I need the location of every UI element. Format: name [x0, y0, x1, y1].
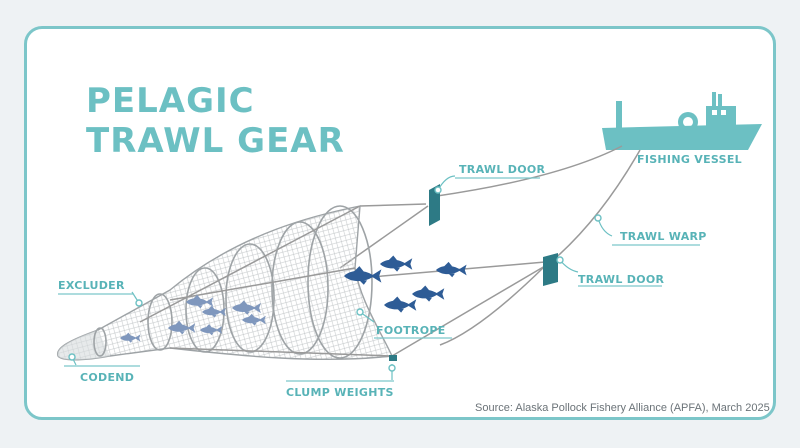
fishing-vessel-icon	[602, 92, 762, 150]
label-trawl-warp: TRAWL WARP	[620, 230, 707, 243]
label-trawl-door-top: TRAWL DOOR	[459, 163, 545, 176]
diagram-frame	[24, 26, 776, 420]
label-trawl-door-bottom: TRAWL DOOR	[578, 273, 664, 286]
label-fishing-vessel: FISHING VESSEL	[637, 153, 742, 166]
trawl-net	[57, 205, 394, 361]
title-line2: TRAWL GEAR	[86, 121, 345, 161]
trawl-door-icon	[429, 184, 558, 286]
title-line1: PELAGIC	[86, 81, 255, 121]
label-codend: CODEND	[80, 371, 134, 384]
source-note: Source: Alaska Pollock Fishery Alliance …	[475, 402, 770, 414]
label-footrope: FOOTROPE	[376, 324, 446, 337]
trawl-warps	[339, 145, 641, 357]
callouts	[58, 175, 700, 382]
label-excluder: EXCLUDER	[58, 279, 125, 292]
clump-weight-icon	[389, 355, 397, 361]
label-clump-weights: CLUMP WEIGHTS	[286, 386, 394, 399]
